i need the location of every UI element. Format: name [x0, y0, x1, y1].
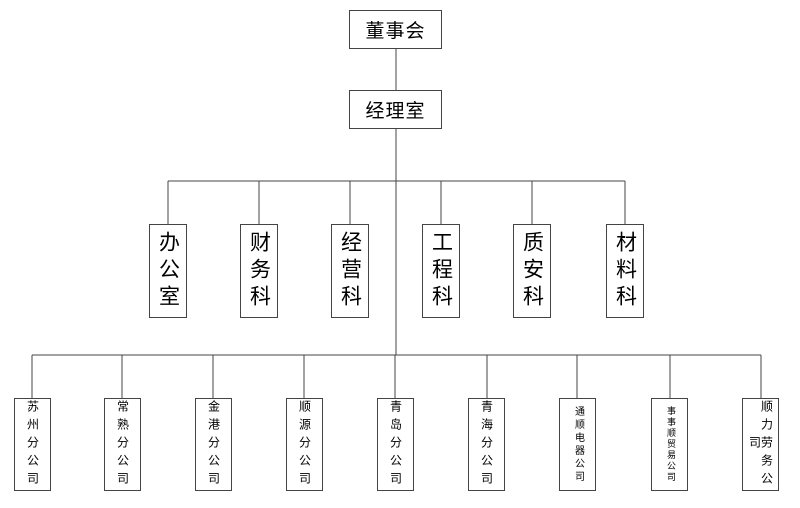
node-sub-shunyuan: 顺源分公司	[286, 398, 323, 491]
node-manager-office: 经理室	[349, 90, 442, 129]
node-dept-label: 质安科	[520, 230, 545, 312]
node-sub-label: 通顺电器公司	[572, 405, 584, 484]
node-sub-shishishun-trading: 事事顺贸易公司	[651, 398, 688, 491]
node-dept-label: 办公室	[156, 230, 181, 312]
node-sub-label: 青海分公司	[479, 399, 494, 490]
node-dept-operations: 经营科	[331, 224, 369, 318]
node-sub-qingdao: 青岛分公司	[377, 398, 414, 491]
node-dept-label: 财务科	[247, 230, 272, 312]
node-sub-qinghai: 青海分公司	[468, 398, 505, 491]
node-sub-tongshun-electric: 通顺电器公司	[559, 398, 596, 491]
node-dept-label: 材料科	[613, 230, 638, 312]
node-dept-engineering: 工程科	[422, 224, 460, 318]
node-sub-label: 顺源分公司	[297, 399, 312, 490]
node-dept-office: 办公室	[149, 224, 187, 318]
node-sub-shunli-labor: 顺力劳务公司	[742, 398, 779, 491]
node-board-label: 董事会	[365, 20, 426, 42]
node-dept-label: 工程科	[429, 230, 454, 312]
node-sub-changshu: 常熟分公司	[104, 398, 141, 491]
node-sub-label: 事事顺贸易公司	[665, 406, 675, 483]
node-manager-office-label: 经理室	[365, 100, 426, 122]
node-board: 董事会	[349, 10, 442, 49]
node-dept-quality-safety: 质安科	[513, 224, 551, 318]
node-sub-label: 青岛分公司	[388, 399, 403, 490]
node-dept-finance: 财务科	[240, 224, 278, 318]
node-sub-label: 顺力劳务公司	[747, 399, 774, 490]
node-dept-materials: 材料科	[606, 224, 644, 318]
node-sub-suzhou: 苏州分公司	[14, 398, 51, 491]
node-sub-label: 常熟分公司	[115, 399, 130, 490]
node-dept-label: 经营科	[338, 230, 363, 312]
node-sub-label: 苏州分公司	[25, 399, 40, 490]
node-sub-jingang: 金港分公司	[195, 398, 232, 491]
node-sub-label: 金港分公司	[206, 399, 221, 490]
